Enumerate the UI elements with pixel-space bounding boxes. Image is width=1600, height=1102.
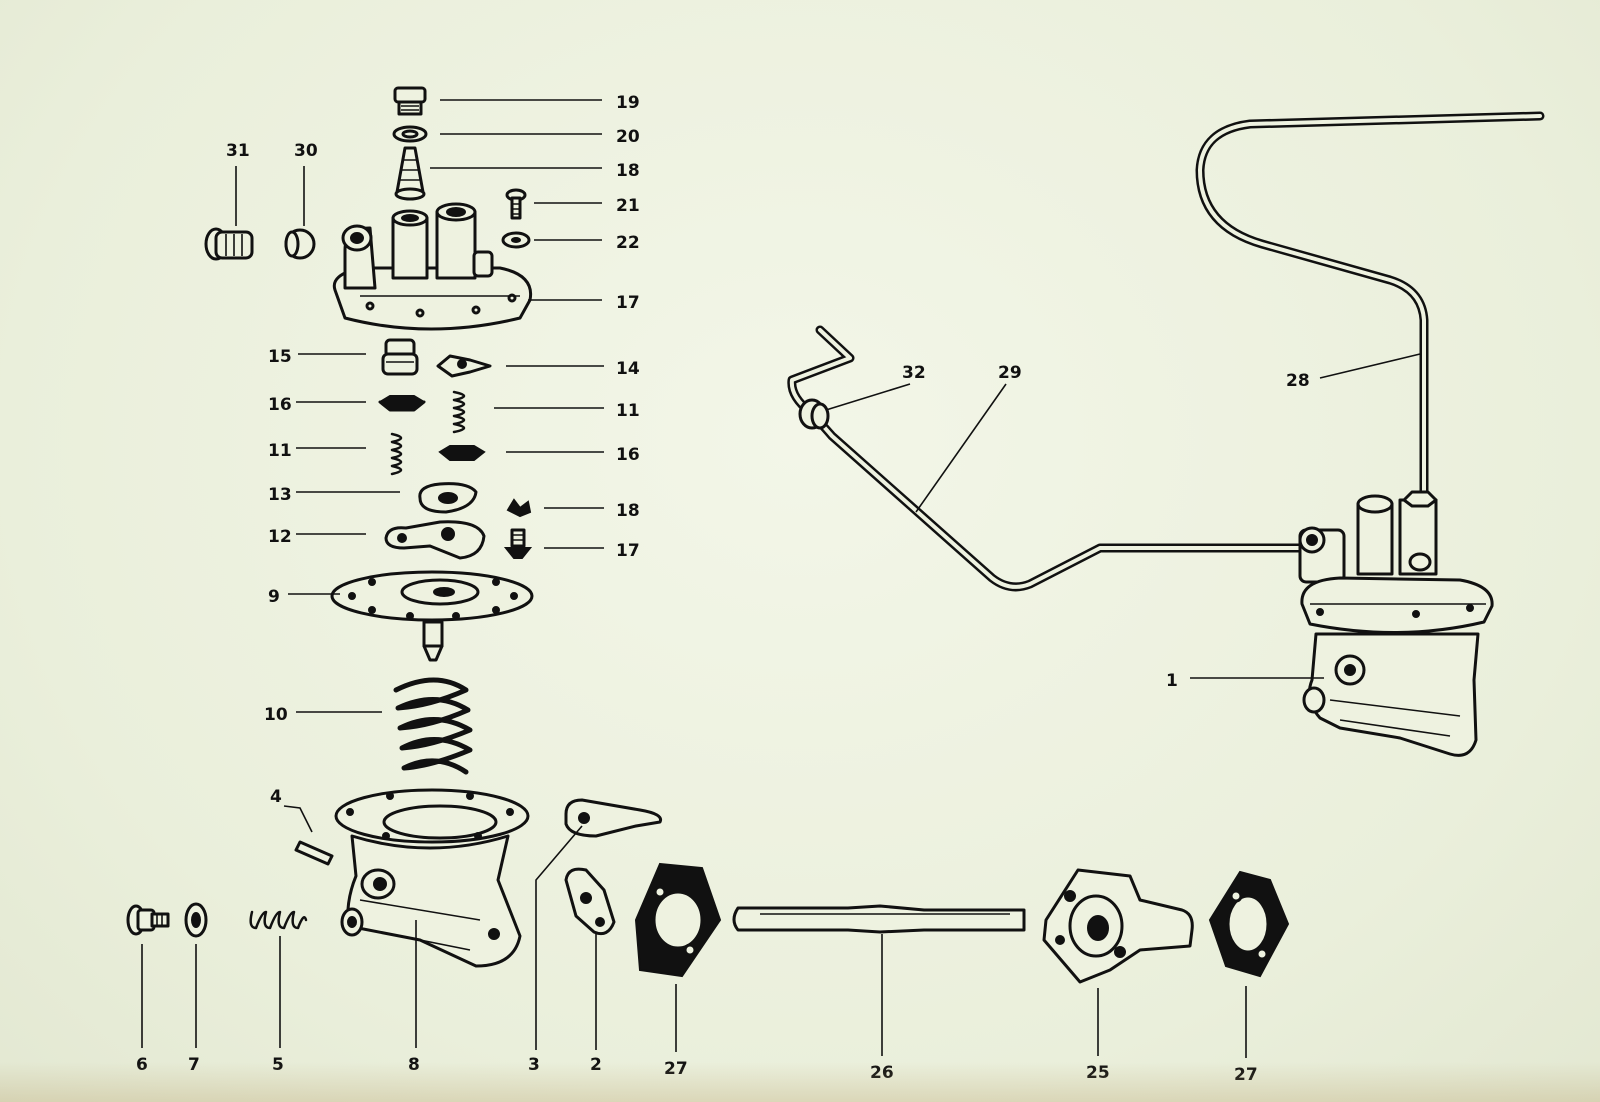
callout-11-right: 11	[616, 401, 640, 421]
callout-19: 17	[616, 293, 640, 313]
part-19-top-cover	[332, 202, 533, 331]
callout-27a: 27	[664, 1059, 688, 1079]
callout-2: 2	[590, 1055, 602, 1075]
callout-5: 5	[272, 1055, 284, 1075]
part-1-fuel-pump-assembly	[1298, 490, 1494, 757]
part-13-plate	[418, 482, 478, 514]
part-12-valve-plate	[384, 520, 486, 560]
callout-25: 25	[1086, 1063, 1110, 1083]
part-26-push-rod	[732, 904, 1026, 934]
callout-labels: 19 20 18 21 22 17 31 30 15 14 16 11 11 1…	[226, 93, 640, 505]
part-30-cap	[284, 228, 316, 260]
callout-9: 9	[268, 587, 280, 607]
part-31-plug	[204, 227, 254, 261]
part-23-screw	[505, 188, 527, 220]
callout-16-left: 16	[268, 395, 292, 415]
part-3-rocker-arm	[564, 798, 663, 838]
part-16-hex-nut-right	[438, 445, 486, 461]
callout-24: 22	[616, 233, 640, 253]
part-6-screw	[126, 904, 170, 936]
part-14-retainer	[436, 354, 492, 378]
part-5-spring	[249, 910, 308, 930]
part-11-spring-left	[390, 432, 403, 476]
callout-7: 7	[188, 1055, 200, 1075]
part-11-spring-right	[452, 390, 466, 434]
part-28-fuel-pipe	[1195, 111, 1545, 505]
callout-14: 14	[616, 359, 640, 379]
callout-4: 4	[270, 787, 282, 807]
callout-18: 18	[616, 501, 640, 521]
callout-26: 26	[870, 1063, 894, 1083]
part-27-gasket-left	[634, 862, 722, 978]
part-24-washer	[501, 231, 531, 249]
callout-12: 12	[268, 527, 292, 547]
leader-lines	[141, 99, 1421, 1058]
callout-6: 6	[136, 1055, 148, 1075]
callout-1: 1	[1166, 671, 1178, 691]
part-22-washer	[392, 125, 428, 143]
callout-10: 10	[264, 705, 288, 725]
callout-30: 30	[294, 141, 318, 161]
part-2-link	[564, 867, 616, 936]
callout-13: 13	[268, 485, 292, 505]
callout-15: 15	[268, 347, 292, 367]
part-29-fuel-pipe	[787, 325, 1319, 592]
part-18-star-washer	[506, 498, 532, 518]
part-25-insulator-block	[1042, 868, 1194, 984]
part-16-hex-nut-left	[378, 395, 426, 412]
part-4-pin	[294, 840, 334, 866]
callout-28: 28	[1286, 371, 1310, 391]
part-15-valve	[381, 338, 419, 376]
part-21-banjo-bolt	[393, 86, 427, 116]
callout-17: 17	[616, 541, 640, 561]
part-20-filter	[394, 146, 426, 201]
callout-16-right: 16	[616, 445, 640, 465]
callout-31: 31	[226, 141, 250, 161]
callout-29: 29	[998, 363, 1022, 383]
callout-21: 19	[616, 93, 640, 113]
part-8-pump-body	[334, 788, 530, 968]
callout-3: 3	[528, 1055, 540, 1075]
part-17-screw	[503, 528, 533, 559]
part-7-washer	[184, 902, 208, 938]
callout-23: 21	[616, 196, 640, 216]
part-9-diaphragm	[330, 570, 534, 662]
part-32-olive	[798, 398, 830, 430]
callout-22: 20	[616, 127, 640, 147]
callout-27b: 27	[1234, 1065, 1258, 1085]
callout-8: 8	[408, 1055, 420, 1075]
callout-32: 32	[902, 363, 926, 383]
callout-11-left: 11	[268, 441, 292, 461]
callout-20: 18	[616, 161, 640, 181]
part-10-diaphragm-spring	[393, 677, 473, 775]
part-27-gasket-right	[1208, 870, 1290, 978]
